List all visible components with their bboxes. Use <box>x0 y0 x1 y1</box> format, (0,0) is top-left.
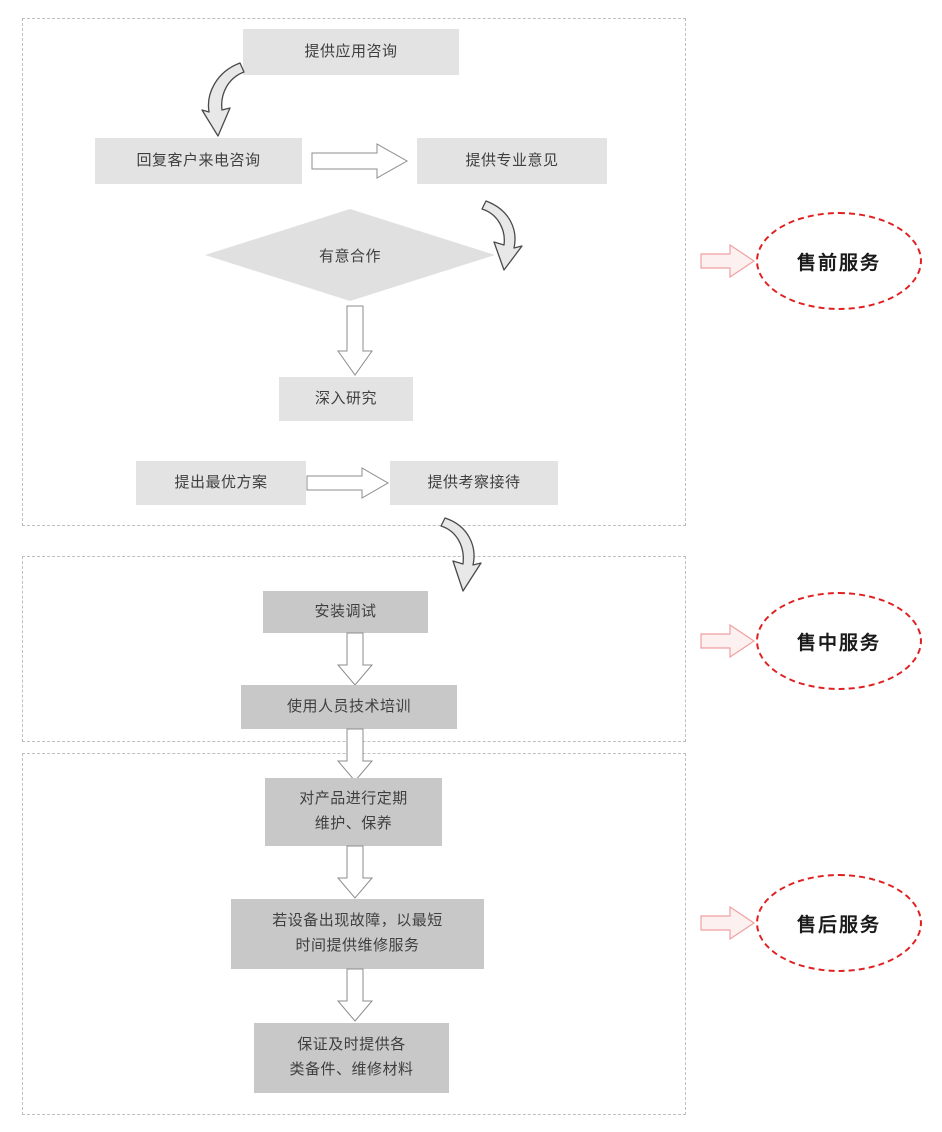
block-arrow-down-4 <box>336 845 374 899</box>
node-installation-debugging[interactable]: 安装调试 <box>263 591 428 633</box>
node-fast-repair-service[interactable]: 若设备出现故障，以最短 时间提供维修服务 <box>231 899 484 969</box>
block-arrow-right-1 <box>311 143 409 179</box>
block-arrow-down-1 <box>337 305 373 376</box>
tag-after-sales-label: 售后服务 <box>796 914 881 936</box>
region-pre-sales <box>22 18 686 526</box>
node-spare-parts-supply[interactable]: 保证及时提供各 类备件、维修材料 <box>254 1023 449 1093</box>
block-arrow-right-2 <box>306 467 390 499</box>
node-periodic-maintenance[interactable]: 对产品进行定期 维护、保养 <box>265 778 442 846</box>
node-operator-technical-training[interactable]: 使用人员技术培训 <box>241 685 457 729</box>
decision-label: 有意合作 <box>318 247 381 265</box>
tag-during-sales-service[interactable]: 售中服务 <box>756 592 922 690</box>
red-block-arrow-right-1 <box>700 243 756 279</box>
tag-pre-sales-service[interactable]: 售前服务 <box>756 212 922 310</box>
node-in-depth-research[interactable]: 深入研究 <box>279 377 413 421</box>
block-arrow-down-3 <box>336 728 374 782</box>
curved-arrow-1 <box>201 62 245 137</box>
node-propose-optimal-plan[interactable]: 提出最优方案 <box>136 461 306 505</box>
block-arrow-down-5 <box>336 968 374 1022</box>
red-block-arrow-right-2 <box>700 623 756 659</box>
curved-arrow-3 <box>440 517 482 592</box>
red-block-arrow-right-3 <box>700 905 756 941</box>
decision-intent-to-cooperate[interactable]: 有意合作 <box>205 209 495 301</box>
curved-arrow-2 <box>481 200 523 271</box>
block-arrow-down-2 <box>336 632 374 686</box>
node-provide-application-consultation[interactable]: 提供应用咨询 <box>243 29 459 75</box>
tag-during-sales-label: 售中服务 <box>796 632 881 654</box>
node-provide-inspection-reception[interactable]: 提供考察接待 <box>390 461 558 505</box>
node-provide-professional-advice[interactable]: 提供专业意见 <box>417 138 607 184</box>
node-reply-customer-call-inquiry[interactable]: 回复客户来电咨询 <box>95 138 302 184</box>
tag-pre-sales-label: 售前服务 <box>796 252 881 274</box>
tag-after-sales-service[interactable]: 售后服务 <box>756 874 922 972</box>
